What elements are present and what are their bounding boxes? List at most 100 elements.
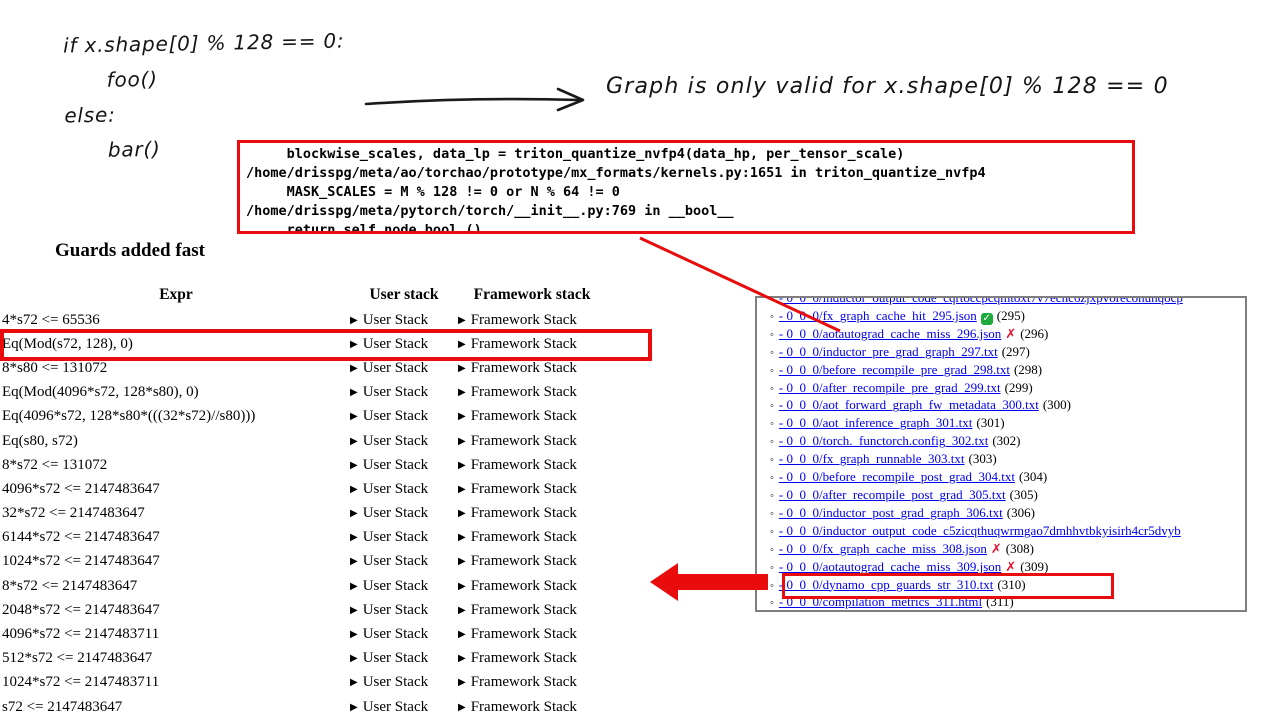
log-file-item: ◦- 0_0_0/aot_forward_graph_fw_metadata_3… [757, 397, 1245, 415]
framework-stack-label: Framework Stack [470, 408, 577, 425]
guard-row: 1024*s72 <= 2147483647 ▶User Stack ▶Fram… [2, 550, 606, 574]
collapsed-triangle-icon: ▶ [350, 483, 358, 495]
framework-stack-toggle[interactable]: ▶Framework Stack [458, 457, 606, 474]
trace-line: MASK_SCALES = M % 128 != 0 or N % 64 != … [246, 184, 620, 200]
log-file-item: ◦- 0_0_0/inductor_output_code_c5zicqthuq… [757, 523, 1245, 541]
framework-stack-toggle[interactable]: ▶Framework Stack [458, 336, 606, 353]
collapsed-triangle-icon: ▶ [458, 435, 466, 447]
framework-stack-toggle[interactable]: ▶Framework Stack [458, 505, 606, 522]
user-stack-toggle[interactable]: ▶User Stack [350, 408, 458, 425]
log-file-list: ◦ - 0_0_0/inductor_output_code_cqrtoccpcq… [757, 296, 1245, 610]
user-stack-toggle[interactable]: ▶User Stack [350, 457, 458, 474]
log-file-link[interactable]: - 0_0_0/fx_graph_runnable_303.txt [778, 451, 965, 467]
log-file-link[interactable]: - 0_0_0/aot_forward_graph_fw_metadata_30… [778, 397, 1039, 413]
log-file-link[interactable]: - 0_0_0/torch._functorch.config_302.txt [778, 433, 989, 449]
log-file-link[interactable]: - 0_0_0/before_recompile_pre_grad_298.tx… [778, 361, 1010, 377]
circle-bullet-icon: ◦ [770, 507, 774, 520]
framework-stack-toggle[interactable]: ▶Framework Stack [458, 553, 606, 570]
file-number: (300) [1042, 397, 1072, 413]
user-stack-toggle[interactable]: ▶User Stack [350, 360, 458, 377]
framework-stack-label: Framework Stack [470, 359, 577, 376]
log-file-link[interactable]: - 0_0_0/fx_graph_cache_hit_295.json [778, 307, 977, 323]
file-number: (299) [1004, 379, 1033, 395]
log-file-link[interactable]: - 0_0_0/inductor_pre_grad_graph_297.txt [778, 343, 998, 359]
user-stack-toggle[interactable]: ▶User Stack [350, 336, 458, 353]
log-file-link[interactable]: - 0_0_0/aot_inference_graph_301.txt [778, 415, 973, 431]
framework-stack-toggle[interactable]: ▶Framework Stack [458, 529, 606, 546]
circle-bullet-icon: ◦ [770, 454, 774, 467]
user-stack-toggle[interactable]: ▶User Stack [350, 433, 458, 450]
framework-stack-label: Framework Stack [470, 698, 577, 715]
framework-stack-toggle[interactable]: ▶Framework Stack [458, 650, 606, 667]
log-file-link[interactable]: - 0_0_0/fx_graph_cache_miss_308.json [778, 540, 987, 556]
log-file-link[interactable]: - 0_0_0/dynamo_cpp_guards_str_310.txt [778, 576, 994, 592]
user-stack-toggle[interactable]: ▶User Stack [350, 699, 458, 716]
log-file-link[interactable]: - 0_0_0/compilation_metrics_311.html [778, 594, 983, 610]
guard-expr: 1024*s72 <= 2147483711 [2, 674, 160, 691]
log-file-item: ◦- 0_0_0/dynamo_cpp_guards_str_310.txt(3… [757, 577, 1245, 595]
guard-row: 4*s72 <= 65536 ▶User Stack ▶Framework St… [2, 308, 606, 332]
framework-stack-toggle[interactable]: ▶ Framework Stack [458, 699, 606, 716]
user-stack-label: User Stack [362, 480, 429, 497]
guard-row: Eq(Mod(4096*s72, 128*s80), 0) ▶User Stac… [2, 381, 606, 405]
guard-row: 4096*s72 <= 2147483711 ▶User Stack ▶Fram… [2, 622, 606, 646]
guard-expr: 6144*s72 <= 2147483647 [2, 529, 160, 546]
log-file-link[interactable]: - 0_0_0/before_recompile_post_grad_304.t… [778, 469, 1016, 485]
red-left-arrow-icon [650, 563, 768, 601]
user-stack-toggle[interactable]: ▶User Stack [350, 626, 458, 643]
user-stack-label: User Stack [362, 311, 429, 328]
collapsed-triangle-icon: ▶ [458, 580, 466, 592]
collapsed-triangle-icon: ▶ [458, 338, 466, 350]
user-stack-toggle[interactable]: ▶ User Stack [350, 312, 458, 329]
log-file-link[interactable]: - 0_0_0/inductor_post_grad_graph_306.txt [778, 504, 1003, 520]
framework-stack-toggle[interactable]: ▶Framework Stack [458, 384, 606, 401]
trace-line: /home/drisspg/meta/ao/torchao/prototype/… [246, 165, 986, 181]
framework-stack-toggle[interactable]: ▶Framework Stack [458, 578, 606, 595]
framework-stack-toggle[interactable]: ▶ Framework Stack [458, 360, 606, 377]
file-number: (298) [1013, 361, 1043, 377]
framework-stack-toggle[interactable]: ▶Framework Stack [458, 481, 606, 498]
collapsed-triangle-icon: ▶ [458, 508, 466, 520]
user-stack-toggle[interactable]: ▶User Stack [350, 529, 458, 546]
hand-arrow-shaft [364, 97, 582, 106]
guard-expr: 512*s72 <= 2147483647 [2, 650, 153, 667]
user-stack-toggle[interactable]: ▶User Stack [350, 553, 458, 570]
user-stack-label: User Stack [362, 626, 429, 643]
log-file-link[interactable]: - 0_0_0/after_recompile_pre_grad_299.txt [778, 379, 1001, 395]
user-stack-toggle[interactable]: ▶ User Stack [350, 481, 458, 498]
guard-expr: Eq(4096*s72, 128*s80*(((32*s72)//s80))) [2, 408, 256, 425]
framework-stack-toggle[interactable]: ▶Framework Stack [458, 312, 606, 329]
collapsed-triangle-icon: ▶ [350, 314, 358, 326]
user-stack-toggle[interactable]: ▶User Stack [350, 578, 458, 595]
log-file-link[interactable]: - 0_0_0/aotautograd_cache_miss_296.json [778, 325, 1002, 341]
log-file-link[interactable]: - 0_0_0/inductor_output_code_cqrtoccpcqm… [778, 296, 1183, 305]
user-stack-label: User Stack [362, 577, 429, 594]
framework-stack-label: Framework Stack [470, 384, 577, 401]
log-file-link[interactable]: - 0_0_0/inductor_output_code_c5zicqthuqw… [778, 522, 1181, 538]
user-stack-toggle[interactable]: ▶User Stack [350, 384, 458, 401]
user-stack-toggle[interactable]: ▶User Stack [350, 674, 458, 691]
log-file-item: ◦- 0_0_0/inductor_output_code_cqrtoccpcq… [757, 296, 1245, 308]
framework-stack-toggle[interactable]: ▶Framework Stack [458, 602, 606, 619]
framework-stack-toggle[interactable]: ▶Framework Stack [458, 433, 606, 450]
guards-heading: Guards added fast [55, 240, 205, 261]
framework-stack-toggle[interactable]: ▶Framework Stack [458, 674, 606, 691]
sketch-line: else: [64, 102, 116, 128]
user-stack-toggle[interactable]: ▶User Stack [350, 602, 458, 619]
collapsed-triangle-icon: ▶ [350, 604, 358, 616]
framework-stack-toggle[interactable]: ▶Framework Stack [458, 626, 606, 643]
col-expr: Expr [159, 286, 193, 303]
user-stack-toggle[interactable]: ▶User Stack [350, 650, 458, 667]
circle-bullet-icon: ◦ [770, 328, 774, 341]
user-stack-label: User Stack [362, 698, 429, 715]
user-stack-toggle[interactable]: ▶User Stack [350, 505, 458, 522]
guard-row: 8*s72 <= 2147483647 ▶User Stack ▶Framewo… [2, 574, 606, 598]
log-file-link[interactable]: - 0_0_0/aotautograd_cache_miss_309.json [778, 558, 1002, 574]
file-number: (302) [992, 433, 1021, 449]
framework-stack-toggle[interactable]: ▶Framework Stack [458, 408, 606, 425]
guard-expr: Eq(Mod(s72, 128), 0) [2, 335, 133, 352]
collapsed-triangle-icon: ▶ [458, 362, 466, 374]
log-file-link[interactable]: - 0_0_0/after_recompile_post_grad_305.tx… [778, 486, 1006, 502]
collapsed-triangle-icon: ▶ [350, 677, 358, 689]
collapsed-triangle-icon: ▶ [458, 701, 466, 713]
